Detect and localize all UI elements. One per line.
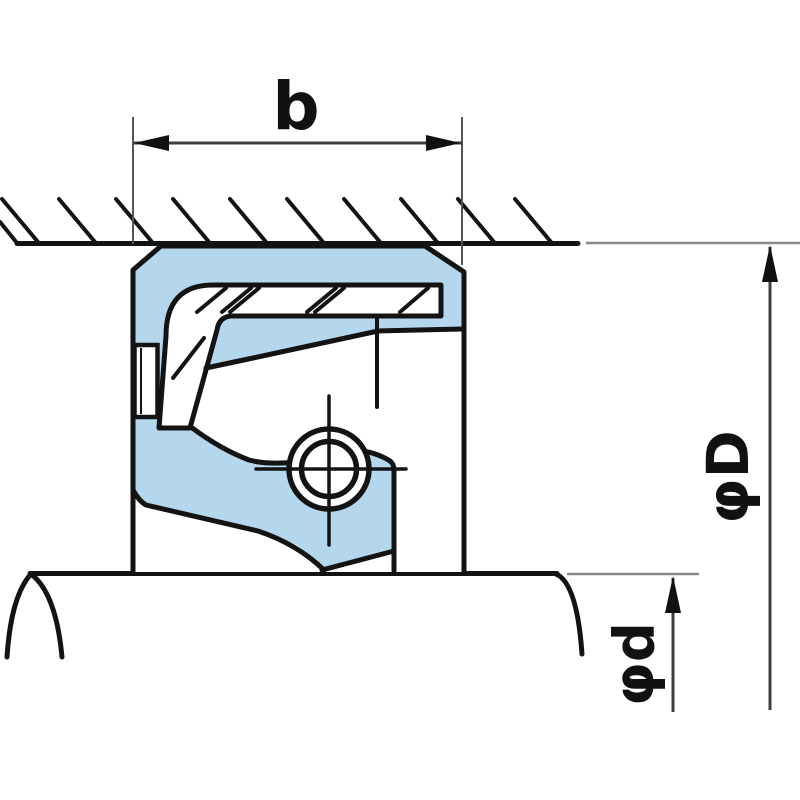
- b-arrowhead-right: [426, 135, 461, 151]
- outer-diameter-arrowhead: [762, 245, 778, 282]
- dimension-width-b: b: [132, 68, 463, 265]
- housing-hatching: [0, 197, 553, 245]
- seal-outlines: [130, 243, 467, 574]
- case-back-face-section: [132, 342, 160, 420]
- lip-lower-outline: [130, 487, 327, 573]
- spring-pocket-right-line: [355, 447, 397, 473]
- b-label: b: [272, 68, 319, 145]
- b-arrowhead-left: [134, 135, 169, 151]
- garter-spring: [254, 394, 408, 547]
- shaft-diameter-arrowhead: [665, 576, 681, 613]
- dimension-outer-diameter: φD: [694, 245, 778, 710]
- lip-tip-flank-line: [319, 548, 397, 573]
- housing-bore-surface: [0, 197, 800, 246]
- outer-diameter-label: φD: [694, 430, 762, 524]
- seal-outer-boundary: [130, 243, 467, 574]
- lip-upper-outline: [188, 424, 298, 466]
- shaft: [4, 571, 585, 660]
- shaft-right-rounded-end: [553, 571, 585, 657]
- lower-left-cavity: [134, 493, 324, 572]
- shaft-diameter-label: φd: [603, 622, 668, 706]
- shaft-left-rounded-end: [4, 571, 65, 660]
- metal-case-hatching: [171, 286, 430, 380]
- membrane-lower-line: [203, 326, 465, 371]
- dimension-shaft-diameter: φd: [567, 572, 699, 712]
- oil-seal: [130, 243, 467, 574]
